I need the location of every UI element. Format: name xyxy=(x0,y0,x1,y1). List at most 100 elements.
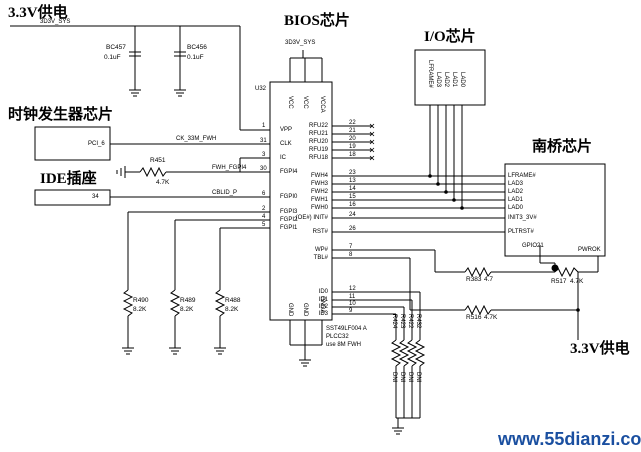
resistor-r490 xyxy=(122,289,134,317)
r488-value: 8.2K xyxy=(225,306,239,313)
bios-right-pin-name: TBL# xyxy=(313,255,328,261)
power-top-title: 3.3V供电 xyxy=(8,5,68,21)
bios-right-pin-name: ID3 xyxy=(318,311,328,317)
id-resistor-dni: DNI xyxy=(399,372,405,383)
bios-right-pin-name: RST# xyxy=(312,229,328,235)
ground-symbol xyxy=(174,89,186,97)
bios-top-pin: VCC xyxy=(287,96,293,109)
io-pin: LAD3 xyxy=(435,72,441,88)
ground-symbol xyxy=(116,166,126,178)
id-resistor-label: R432 xyxy=(415,314,421,329)
id-resistor-dni: DNI xyxy=(407,372,413,383)
bc456-value: 0.1uF xyxy=(187,54,204,61)
io-pin: LFRAME# xyxy=(427,60,433,88)
bios-part-line: use 8M FWH xyxy=(326,342,362,348)
bios-right-pin-name: FWH1 xyxy=(311,197,328,203)
bios-left-pin-name: FGPI0 xyxy=(280,194,298,200)
bios-right-pin-name: RFU18 xyxy=(308,155,328,161)
r451-name: R451 xyxy=(150,157,166,164)
bios-right-pin-name: ID1 xyxy=(318,297,328,303)
southbridge-pin: LFRAME# xyxy=(508,173,536,179)
capacitor-bc456 xyxy=(174,51,186,57)
bios-bottom-pin: GNDA xyxy=(319,296,325,314)
ground-symbol xyxy=(214,347,226,355)
bios-right-pin-num: 14 xyxy=(349,186,356,192)
clock-chip-title: 时钟发生器芯片 xyxy=(8,107,114,123)
bios-right-pin-num: 15 xyxy=(349,194,356,200)
bios-right-pin-name: FWH0 xyxy=(311,205,328,211)
no-connect-marks xyxy=(369,123,375,161)
bios-right-pin-num: 16 xyxy=(349,202,356,208)
bios-left-pin-name: FGPI2 xyxy=(280,217,298,223)
bc457-value: 0.1uF xyxy=(104,54,121,61)
southbridge-pin: LAD1 xyxy=(508,197,524,203)
net-label-fgpi4: FWH_FGPI4 xyxy=(212,165,247,171)
southbridge-pin: PLTRST# xyxy=(508,229,534,235)
ground-symbol xyxy=(169,347,181,355)
southbridge-chip-box xyxy=(504,163,606,257)
bios-part-line: SST49LF004 A xyxy=(326,326,367,332)
ground-symbol xyxy=(122,347,134,355)
bios-right-pin-num: 11 xyxy=(349,294,356,300)
bios-left-pin-name: FGPI3 xyxy=(280,209,298,215)
southbridge-gpio-label: GPIO21 xyxy=(522,243,544,249)
r451-value: 4.7K xyxy=(156,179,170,186)
bios-left-pin-num: 2 xyxy=(262,206,266,212)
bios-left-pin-name: FGPI1 xyxy=(280,225,298,231)
bios-top-pin: VCCA xyxy=(319,96,325,113)
resistor-r489 xyxy=(169,289,181,317)
bios-left-pin-num: 3 xyxy=(262,152,266,158)
bios-right-pin-num: 20 xyxy=(349,136,356,142)
net-label-sys-rail: 3D3V_SYS xyxy=(40,19,71,25)
r489-name: R489 xyxy=(180,297,196,304)
bios-chip-title: BIOS芯片 xyxy=(284,13,350,29)
capacitor-bc457 xyxy=(129,51,141,57)
resistor-r488 xyxy=(214,289,226,317)
ground-symbol xyxy=(299,359,311,367)
net-label-clock: CK_33M_FWH xyxy=(176,136,217,142)
bios-right-pin-num: 9 xyxy=(349,308,353,314)
bios-left-pin-name: VPP xyxy=(280,127,293,133)
id-resistor-label: R422 xyxy=(407,314,413,329)
bios-right-pin-name: FWH3 xyxy=(311,181,328,187)
bios-right-pin-num: 13 xyxy=(349,178,356,184)
watermark: www.55dianzi.com xyxy=(498,429,641,449)
r489-value: 8.2K xyxy=(180,306,194,313)
southbridge-pin: INIT3_3V# xyxy=(508,215,537,221)
bios-left-pin-num: 31 xyxy=(260,138,267,144)
bios-right-pin-num: 19 xyxy=(349,144,356,150)
bios-bottom-pin: GND xyxy=(302,303,308,317)
bios-left-pin-num: 4 xyxy=(262,214,266,220)
southbridge-pin: LAD0 xyxy=(508,205,524,211)
bios-right-pin-num: 8 xyxy=(349,252,353,258)
resistor-r424 xyxy=(390,339,402,367)
r517-value: 4.7K xyxy=(570,278,584,285)
io-pin: LAD2 xyxy=(443,72,449,88)
net-label-bios-rail: 3D3V_SYS xyxy=(285,40,316,46)
bios-left-pin-num: 5 xyxy=(262,222,266,228)
bios-right-pin-num: 7 xyxy=(349,244,353,250)
bios-right-pin-num: 12 xyxy=(349,286,356,292)
bios-left-pin-num: 6 xyxy=(262,191,266,197)
bios-right-pin-name: FWH4 xyxy=(311,173,328,179)
resistor-r517 xyxy=(554,266,579,278)
r517-name: R517 xyxy=(551,278,567,285)
ground-symbol xyxy=(129,89,141,97)
r516-value: 4.7K xyxy=(484,314,498,321)
io-chip-box xyxy=(414,49,486,106)
id-resistor-dni: DNI xyxy=(415,372,421,383)
power-bottom-title: 3.3V供电 xyxy=(570,341,630,357)
bios-right-pin-num: 26 xyxy=(349,226,356,232)
ide-socket-title: IDE插座 xyxy=(40,171,97,187)
bios-right-pin-num: 18 xyxy=(349,152,356,158)
id-resistor-label: R423 xyxy=(399,314,405,329)
resistor-r423 xyxy=(398,339,410,367)
bios-part-line: PLCC32 xyxy=(326,334,349,340)
resistor-r432 xyxy=(414,339,426,367)
r516-name: R516 xyxy=(466,314,482,321)
bios-right-pin-num: 24 xyxy=(349,212,356,218)
io-chip-title: I/O芯片 xyxy=(424,29,476,45)
bios-right-pin-num: 22 xyxy=(349,120,356,126)
bios-chip-body xyxy=(269,81,333,321)
bios-right-pin-name: RFU19 xyxy=(308,147,328,153)
